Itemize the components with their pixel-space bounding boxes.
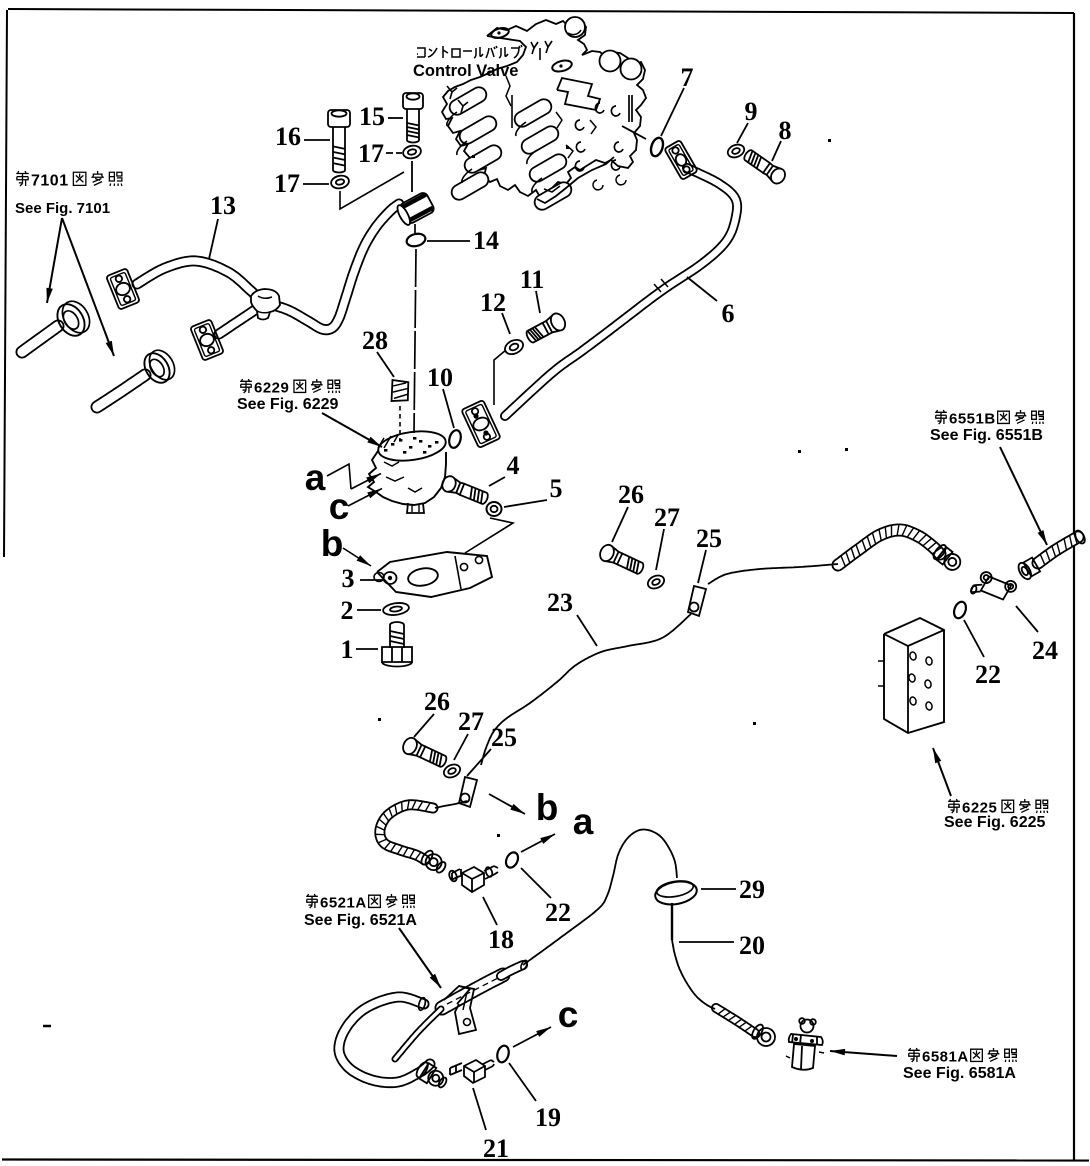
svg-text:3: 3 (342, 564, 355, 593)
svg-text:8: 8 (779, 116, 792, 145)
svg-text:6581A: 6581A (922, 1049, 969, 1066)
svg-text:Control Valve: Control Valve (413, 62, 518, 80)
svg-text:27: 27 (458, 707, 484, 736)
svg-text:6229: 6229 (254, 380, 289, 397)
svg-text:9: 9 (745, 97, 758, 126)
svg-text:22: 22 (545, 898, 571, 927)
svg-text:13: 13 (210, 191, 236, 220)
svg-text:10: 10 (427, 363, 453, 392)
svg-text:6521A: 6521A (320, 895, 367, 912)
svg-text:25: 25 (696, 524, 722, 553)
svg-text:29: 29 (739, 875, 765, 904)
svg-text:18: 18 (488, 925, 514, 954)
svg-text:2: 2 (341, 596, 354, 625)
svg-text:17: 17 (358, 139, 384, 168)
svg-text:a: a (573, 801, 594, 842)
svg-text:a: a (305, 457, 326, 498)
svg-text:20: 20 (739, 931, 765, 960)
svg-text:See Fig. 7101: See Fig. 7101 (15, 200, 110, 217)
svg-text:7: 7 (681, 63, 694, 92)
svg-text:See Fig. 6225: See Fig. 6225 (944, 814, 1045, 831)
svg-text:6225: 6225 (962, 800, 997, 817)
svg-text:11: 11 (520, 265, 545, 294)
svg-text:b: b (321, 523, 344, 564)
svg-text:14: 14 (473, 226, 499, 255)
svg-text:c: c (329, 486, 350, 527)
svg-text:See Fig. 6521A: See Fig. 6521A (304, 912, 417, 929)
svg-text:6551B: 6551B (949, 411, 996, 428)
svg-text:27: 27 (654, 503, 680, 532)
svg-text:5: 5 (550, 474, 563, 503)
svg-text:19: 19 (535, 1103, 561, 1132)
svg-text:See Fig. 6229: See Fig. 6229 (237, 396, 338, 413)
svg-text:6: 6 (722, 299, 735, 328)
svg-text:17: 17 (274, 169, 300, 198)
svg-text:26: 26 (618, 480, 644, 509)
svg-text:22: 22 (975, 660, 1001, 689)
svg-text:23: 23 (547, 588, 573, 617)
svg-text:7101: 7101 (31, 173, 69, 190)
svg-text:24: 24 (1032, 636, 1058, 665)
svg-text:1: 1 (341, 635, 354, 664)
svg-text:15: 15 (359, 102, 385, 131)
svg-text:21: 21 (483, 1134, 509, 1163)
svg-text:25: 25 (491, 723, 517, 752)
svg-text:See Fig. 6551B: See Fig. 6551B (930, 427, 1043, 444)
svg-text:26: 26 (424, 687, 450, 716)
svg-text:b: b (536, 787, 559, 828)
svg-text:c: c (558, 994, 579, 1035)
svg-text:28: 28 (362, 326, 388, 355)
svg-text:See Fig. 6581A: See Fig. 6581A (903, 1065, 1016, 1082)
svg-text:4: 4 (507, 451, 520, 480)
svg-text:12: 12 (480, 288, 506, 317)
svg-text:16: 16 (275, 122, 301, 151)
